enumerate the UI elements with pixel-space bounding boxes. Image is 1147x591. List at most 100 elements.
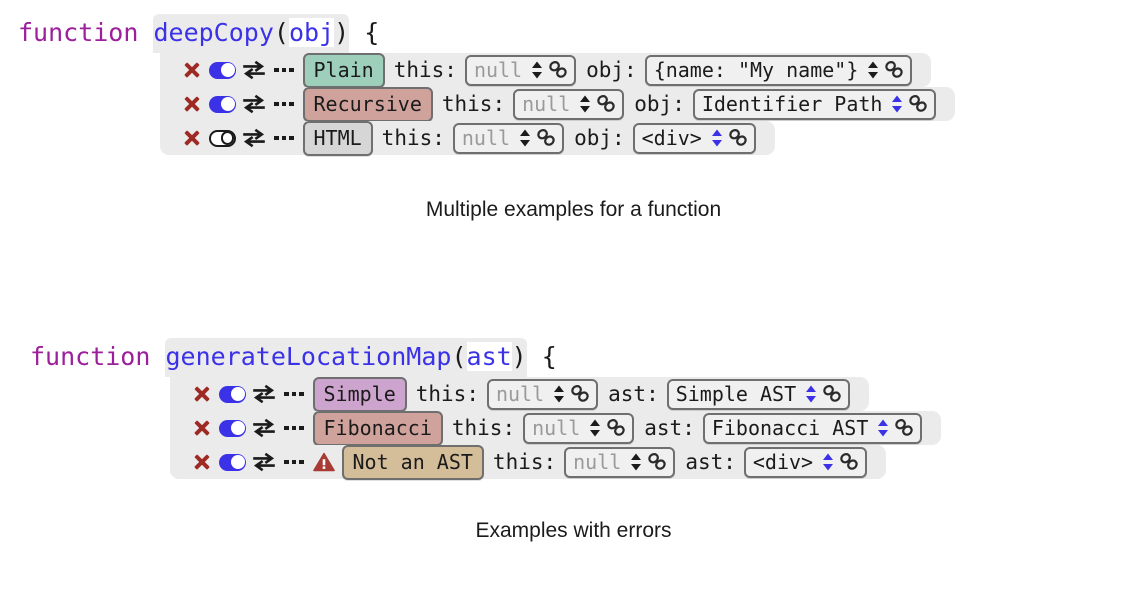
param-value-field[interactable]: Simple AST <box>666 378 851 410</box>
close-paren: ) <box>334 18 350 47</box>
stepper-icon[interactable] <box>867 60 879 80</box>
stepper-icon[interactable] <box>589 418 601 438</box>
param-label: ast: <box>644 416 695 440</box>
chain-link-icon[interactable] <box>536 128 556 147</box>
param-value-field[interactable]: null <box>564 446 676 478</box>
param-value-field[interactable]: null <box>513 88 625 120</box>
function-name[interactable]: deepCopy <box>153 18 274 47</box>
chain-link-icon[interactable] <box>908 94 928 113</box>
swap-icon[interactable] <box>253 452 275 472</box>
function-signature-line: function deepCopy(obj) { <box>18 14 955 53</box>
param-value-field[interactable]: null <box>523 412 635 444</box>
example-name-badge[interactable]: Simple <box>312 376 407 412</box>
stepper-icon[interactable] <box>553 384 565 404</box>
example-name-badge[interactable]: Plain <box>302 52 385 88</box>
param-value-text: null <box>473 57 523 82</box>
function-name-group: generateLocationMap(ast) <box>165 338 527 377</box>
toggle-icon[interactable] <box>219 453 246 471</box>
ellipsis-icon[interactable] <box>274 101 294 107</box>
chain-link-icon[interactable] <box>728 128 748 147</box>
example-name-badge[interactable]: Not an AST <box>341 444 484 480</box>
ellipsis-icon[interactable] <box>274 67 294 73</box>
close-icon[interactable] <box>182 94 202 114</box>
function-signature-line: function generateLocationMap(ast) { <box>30 338 941 377</box>
example-row[interactable]: Plain this: null obj: {name: "My name"} <box>160 52 932 88</box>
swap-icon[interactable] <box>243 94 265 114</box>
stepper-icon[interactable] <box>891 94 903 114</box>
stepper-icon[interactable] <box>519 128 531 148</box>
param-value-text: null <box>461 125 511 150</box>
param-value-field[interactable]: null <box>486 378 599 410</box>
close-icon[interactable] <box>192 384 212 404</box>
chain-link-icon[interactable] <box>894 418 914 437</box>
param-value-field[interactable]: <div> <box>743 446 868 478</box>
chain-link-icon[interactable] <box>839 452 859 471</box>
stepper-icon[interactable] <box>630 452 642 472</box>
close-paren: ) <box>511 342 527 371</box>
close-icon[interactable] <box>192 452 212 472</box>
toggle-icon[interactable] <box>219 419 246 437</box>
param-value-field[interactable]: Fibonacci AST <box>702 412 923 444</box>
function-name[interactable]: generateLocationMap <box>165 342 452 371</box>
param-value-text: null <box>522 91 571 116</box>
stepper-icon[interactable] <box>877 418 889 438</box>
toggle-icon[interactable] <box>219 385 246 403</box>
ellipsis-icon[interactable] <box>274 135 294 141</box>
function-parameter-name[interactable]: ast <box>466 342 512 371</box>
warning-icon[interactable] <box>312 452 335 472</box>
toggle-icon[interactable] <box>209 95 236 113</box>
ellipsis-icon[interactable] <box>284 425 304 431</box>
chain-link-icon[interactable] <box>606 418 626 437</box>
param-value-text: Simple AST <box>675 381 797 406</box>
toggle-icon[interactable] <box>209 129 236 147</box>
function-example-block-generatelocationmap: function generateLocationMap(ast) { Simp… <box>0 338 942 480</box>
chain-link-icon[interactable] <box>548 60 568 79</box>
chain-link-icon[interactable] <box>822 384 842 403</box>
stepper-icon[interactable] <box>822 452 834 472</box>
toggle-icon[interactable] <box>209 61 236 79</box>
example-name-badge[interactable]: Recursive <box>302 86 433 122</box>
example-name-badge[interactable]: Fibonacci <box>312 410 443 446</box>
close-icon[interactable] <box>182 60 202 80</box>
swap-icon[interactable] <box>243 128 265 148</box>
param-value-text: Fibonacci AST <box>711 415 869 440</box>
function-signature: function deepCopy(obj) { <box>0 14 955 53</box>
stepper-icon[interactable] <box>805 384 817 404</box>
param-value-field[interactable]: {name: "My name"} <box>644 54 913 86</box>
open-paren: ( <box>451 342 467 371</box>
swap-icon[interactable] <box>253 418 275 438</box>
chain-link-icon[interactable] <box>884 60 904 79</box>
param-label: obj: <box>574 126 625 150</box>
param-value-text: null <box>532 415 581 440</box>
param-value-field[interactable]: Identifier Path <box>692 88 937 120</box>
stepper-icon[interactable] <box>579 94 591 114</box>
ellipsis-icon[interactable] <box>284 459 304 465</box>
param-label: obj: <box>586 58 637 82</box>
chain-link-icon[interactable] <box>596 94 616 113</box>
swap-icon[interactable] <box>243 60 265 80</box>
stepper-icon[interactable] <box>711 128 723 148</box>
swap-icon[interactable] <box>253 384 275 404</box>
open-paren: ( <box>273 18 289 47</box>
close-icon[interactable] <box>182 128 202 148</box>
function-parameter-name[interactable]: obj <box>288 18 335 47</box>
stepper-icon[interactable] <box>531 60 543 80</box>
chain-link-icon[interactable] <box>570 384 590 403</box>
example-name-badge[interactable]: HTML <box>302 120 373 156</box>
ellipsis-icon[interactable] <box>284 391 304 397</box>
param-value-field[interactable]: null <box>452 122 565 154</box>
chain-link-icon[interactable] <box>647 452 667 471</box>
param-value-field[interactable]: null <box>464 54 577 86</box>
param-value-field[interactable]: <div> <box>632 122 756 154</box>
function-signature: function generateLocationMap(ast) { <box>0 338 941 377</box>
close-icon[interactable] <box>192 418 212 438</box>
param-label: this: <box>393 58 457 82</box>
